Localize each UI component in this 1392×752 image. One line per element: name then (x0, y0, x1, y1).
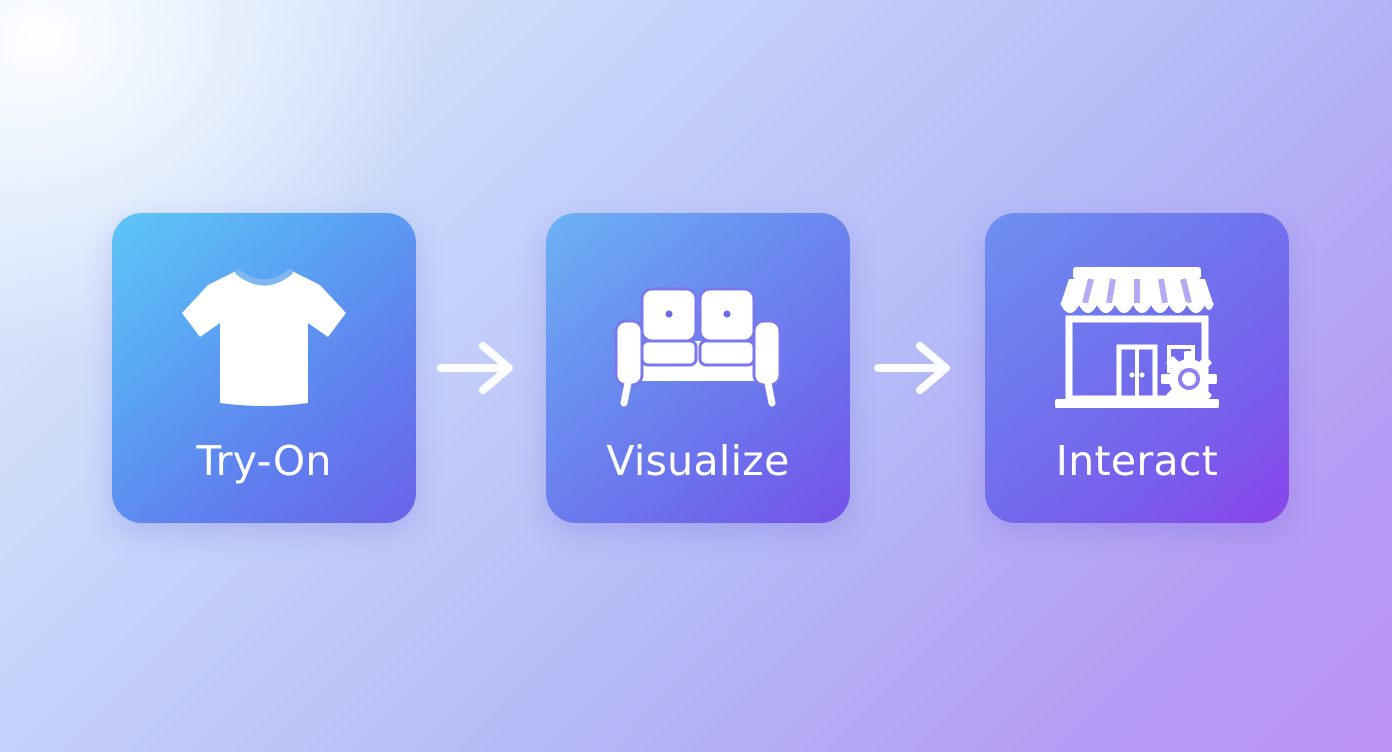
arrow-right-icon (435, 338, 517, 398)
tshirt-icon (174, 263, 354, 413)
sofa-icon (608, 263, 788, 413)
arrow-right-icon (872, 338, 954, 398)
step-label: Try-On (196, 437, 332, 485)
storefront-gear-icon (1047, 263, 1227, 413)
step-label: Visualize (606, 437, 790, 485)
step-label: Interact (1055, 437, 1219, 485)
step-card-try-on: Try-On (112, 213, 416, 523)
step-card-interact: Interact (985, 213, 1289, 523)
step-card-visualize: Visualize (546, 213, 850, 523)
